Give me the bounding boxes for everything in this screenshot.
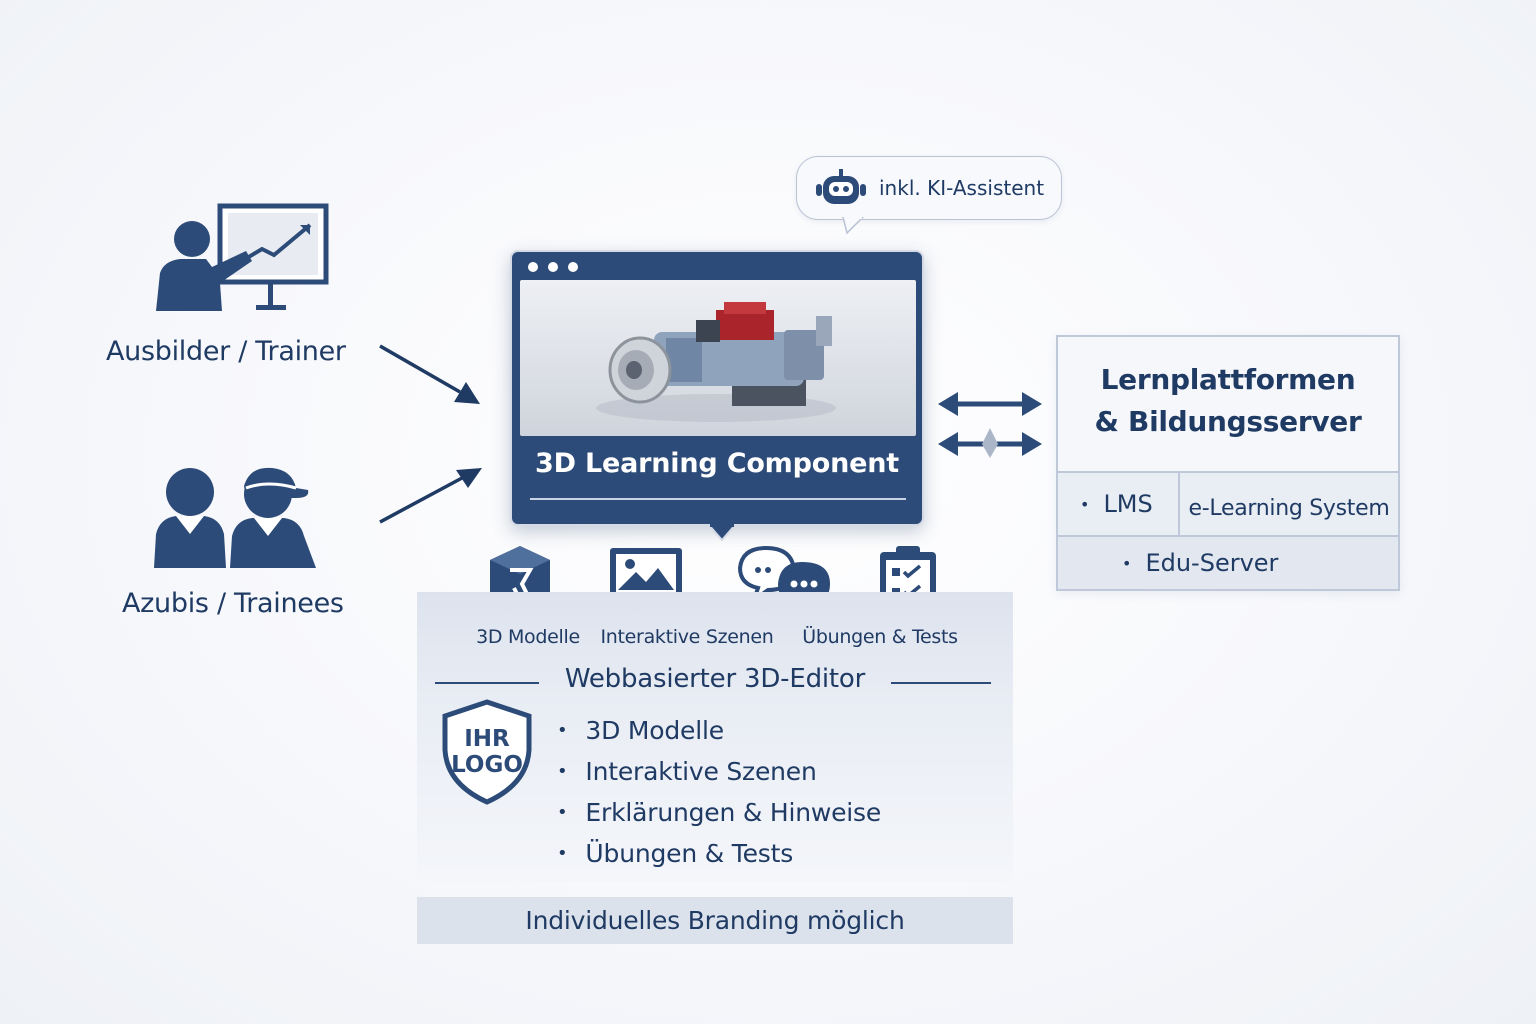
logo-text-line1: IHR — [464, 726, 510, 752]
platform-elearning: e-Learning System — [1188, 495, 1390, 521]
platform-lms: LMS — [1058, 473, 1180, 535]
platform-edu-server: Edu-Server — [1058, 535, 1398, 589]
editor-panel: 3D Modelle Interaktive Szenen Übungen & … — [417, 592, 1013, 882]
branding-banner: Individuelles Branding möglich — [417, 897, 1013, 944]
robot-icon — [816, 169, 866, 204]
component-window: 3D Learning Component — [510, 250, 924, 542]
trainees-label: Azubis / Trainees — [122, 588, 344, 619]
platform-box: Lernplattformen & Bildungsserver LMS e-L… — [1056, 335, 1400, 591]
platform-title-line1: Lernplattformen — [1100, 363, 1356, 396]
logo-text-line2: LOGO — [451, 752, 523, 778]
feature-label: Übungen & Tests — [802, 626, 958, 648]
ki-assistant-bubble: inkl. KI-Assistent — [796, 156, 1062, 235]
feature-label: Interaktive Szenen — [600, 626, 774, 648]
ki-assistant-text: inkl. KI-Assistent — [879, 176, 1045, 200]
window-dots — [528, 262, 578, 272]
editor-title: Webbasierter 3D-Editor — [564, 664, 866, 694]
bidirectional-arrows — [938, 392, 1042, 458]
list-item: Erklärungen & Hinweise — [557, 792, 881, 833]
logo-shield-icon: IHR LOGO — [439, 698, 535, 810]
component-title-underline — [530, 498, 906, 500]
arrow-trainees-to-component — [379, 468, 482, 524]
editor-rule-left — [435, 682, 539, 684]
feature-interaktive-szenen: Interaktive Szenen — [597, 626, 777, 648]
list-item: Interaktive Szenen — [557, 751, 881, 792]
trainees-icon — [150, 464, 320, 570]
feature-3d-modelle: 3D Modelle — [438, 626, 618, 648]
feature-label: 3D Modelle — [476, 626, 580, 648]
platform-title-line2: & Bildungsserver — [1094, 405, 1362, 438]
trainer-label: Ausbilder / Trainer — [106, 336, 346, 367]
feature-uebungen-tests: Übungen & Tests — [790, 626, 970, 648]
3d-viewport[interactable] — [520, 280, 916, 436]
platform-title: Lernplattformen & Bildungsserver — [1058, 359, 1398, 443]
list-item: 3D Modelle — [557, 710, 881, 751]
arrow-trainer-to-component — [379, 344, 480, 404]
editor-rule-right — [891, 682, 991, 684]
platform-row-1: LMS e-Learning System — [1058, 471, 1398, 535]
trainer-icon — [150, 203, 330, 315]
component-title: 3D Learning Component — [535, 448, 899, 479]
editor-feature-list: 3D Modelle Interaktive Szenen Erklärunge… — [557, 710, 881, 874]
engine-model-icon — [596, 302, 836, 422]
list-item: Übungen & Tests — [557, 833, 881, 874]
